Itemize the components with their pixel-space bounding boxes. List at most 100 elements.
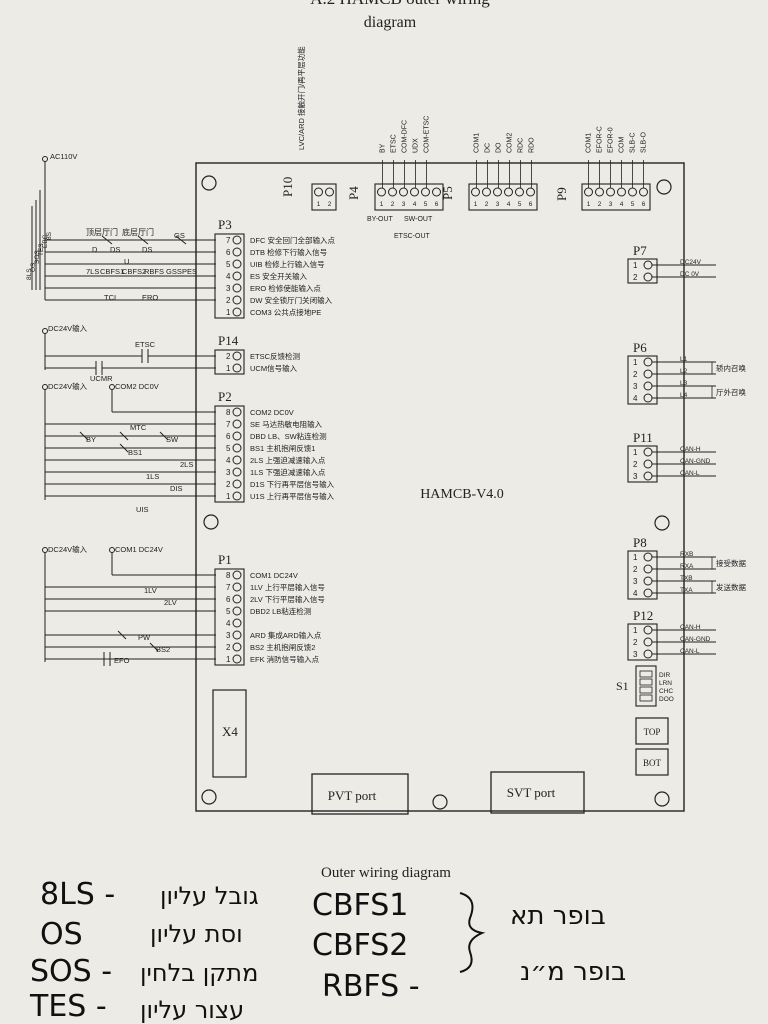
d-label: D xyxy=(92,245,98,254)
row-label-7ls: 7LS xyxy=(86,267,99,276)
pin-terminal xyxy=(232,618,242,628)
pin-number: 5 xyxy=(226,444,231,453)
pin-number: 2 xyxy=(485,201,489,208)
mount-hole-mr xyxy=(654,515,670,531)
hw-cbfs1: CBFS1 xyxy=(312,888,408,923)
connector-label-p3: P3 xyxy=(218,217,232,232)
vertical-wire-label: OS xyxy=(30,262,37,272)
hw-heb-2: וסת עליון xyxy=(150,920,243,948)
sw-label: SW xyxy=(166,435,179,444)
pin-number: 1 xyxy=(633,261,638,270)
p10-note-group: LVC/ARD 接触开门/再平层功能 xyxy=(296,46,306,150)
pin-signal: TXB xyxy=(680,575,693,582)
pin-terminal xyxy=(482,187,491,197)
pin-number: 1 xyxy=(587,201,591,208)
dc24-input-2: DC24V输入 xyxy=(48,381,88,391)
pin-number: 6 xyxy=(435,201,439,208)
board-model: HAMCB-V4.0 xyxy=(420,487,504,502)
pin-signal-label: COM1 xyxy=(586,133,593,153)
s1-switch-lrn: LRN xyxy=(659,680,672,687)
pin-label: UIB 检修上行输入信号 xyxy=(250,259,325,269)
connector-label-p7: P7 xyxy=(633,243,647,258)
row-label-rbfs: RBFS xyxy=(144,267,164,276)
connector-label-p1: P1 xyxy=(218,552,232,567)
pin-terminal xyxy=(325,187,334,197)
connector-label-p11: P11 xyxy=(633,430,653,445)
pin-signal: CAN-L xyxy=(680,648,700,655)
uis-label: UIS xyxy=(136,505,149,514)
top-button-label: TOP xyxy=(644,727,661,737)
vertical-wire-label: TES xyxy=(38,243,45,256)
pin-label: SE 马达热敏电阻输入 xyxy=(250,419,323,429)
group-label-1: 轿内召唤 xyxy=(716,363,746,373)
pin-label: DW 安全锁厅门关闭输入 xyxy=(250,295,333,305)
pin-terminal xyxy=(493,187,502,197)
pin-label: BS1 主机抱闸反馈1 xyxy=(250,443,315,453)
connector-housing xyxy=(214,568,245,666)
pin-terminal xyxy=(388,187,397,197)
ds-label-2: DS xyxy=(142,245,152,254)
pin-signal-label: EFOR-0 xyxy=(608,127,615,153)
connector-label-p12: P12 xyxy=(633,608,653,623)
pin-signal: L3 xyxy=(680,380,688,387)
pin-number: 2 xyxy=(633,460,638,469)
p4-sw-out: SW-OUT xyxy=(404,216,433,223)
pin-signal-label: UDX xyxy=(413,138,420,153)
pin-label: 2LS 上强迫减速输入点 xyxy=(250,455,326,465)
efo-label: EFO xyxy=(114,656,130,665)
s1-switch-doo: DOO xyxy=(659,696,674,703)
hw-heb-4: עצור עליון xyxy=(140,996,244,1024)
connector-housing xyxy=(214,349,245,375)
mount-hole-bm xyxy=(432,794,448,810)
pin-number: 6 xyxy=(226,432,231,441)
bottom-door-label: 底层厅门 xyxy=(122,227,154,237)
s1-switch-lever xyxy=(639,694,653,702)
pin-label: EFK 消防信号输入点 xyxy=(250,654,320,664)
group-label-2: 厅外召唤 xyxy=(716,387,746,397)
pin-signal-label: COM xyxy=(619,137,626,154)
connector-label-p8: P8 xyxy=(633,535,647,550)
pin-terminal xyxy=(232,247,242,257)
connector-housing xyxy=(581,183,651,211)
pin-label: DTB 检修下行输入信号 xyxy=(250,247,327,257)
pin-number: 8 xyxy=(226,571,231,580)
pin-signal-label: SLB-C xyxy=(630,132,637,153)
row-label-cbfs1: CBFS1 xyxy=(100,267,124,276)
pin-number: 2 xyxy=(226,352,231,361)
row-label-cbfs2: CBFS2 xyxy=(122,267,146,276)
pin-signal: L1 xyxy=(680,356,688,363)
pin-label: ETSC反馈检测 xyxy=(250,351,300,361)
pin-number: 1 xyxy=(226,364,231,373)
pin-terminal xyxy=(399,187,408,197)
pin-number: 8 xyxy=(226,408,231,417)
s1-switch-lever xyxy=(639,670,653,678)
connector-housing xyxy=(627,550,658,600)
pin-terminal xyxy=(232,582,242,592)
etsc-label: ETSC xyxy=(135,340,156,349)
pin-terminal xyxy=(232,407,242,417)
pin-terminal xyxy=(432,187,441,197)
pin-label: COM2 DC0V xyxy=(250,408,294,417)
pin-number: 4 xyxy=(413,201,417,208)
mount-hole-bl xyxy=(201,789,217,805)
vertical-wire-label: 8LS xyxy=(26,268,33,280)
dis-label: DIS xyxy=(170,484,183,493)
s1-switch-lever xyxy=(639,686,653,694)
gs-label: GS xyxy=(174,231,185,240)
top-door-label: 顶层厅门 xyxy=(86,227,118,237)
pin-terminal xyxy=(232,419,242,429)
mount-hole-tl xyxy=(201,175,217,191)
pin-number: 6 xyxy=(226,248,231,257)
left-wiring-labels: AC110V 顶层厅门 底层厅门 D DS DS GS U 7LS CBFS1 … xyxy=(26,152,197,665)
bs2-label: BS2 xyxy=(156,645,170,654)
s1-switch-lever xyxy=(639,678,653,686)
1ls-label: 1LS xyxy=(146,472,159,481)
